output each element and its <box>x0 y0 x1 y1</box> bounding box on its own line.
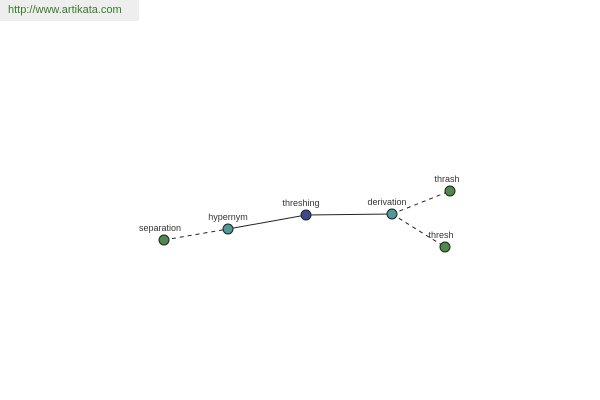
node-label-thresh[interactable]: thresh <box>428 230 453 240</box>
node-separation[interactable] <box>158 234 170 246</box>
node-label-hypernym[interactable]: hypernym <box>208 212 248 222</box>
node-threshing[interactable] <box>300 209 312 221</box>
labels-layer: separation hypernym threshing derivation thr… <box>139 174 460 240</box>
edge-derivation-thrash <box>391 190 451 215</box>
edge-threshing-derivation <box>305 213 393 216</box>
node-label-threshing[interactable]: threshing <box>282 198 319 208</box>
node-label-derivation[interactable]: derivation <box>367 197 406 207</box>
url-banner: http://www.artikata.com <box>0 0 139 21</box>
node-label-thrash[interactable]: thrash <box>434 174 459 184</box>
node-thresh[interactable] <box>439 241 451 253</box>
site-url-link[interactable]: http://www.artikata.com <box>8 4 122 16</box>
edge-derivation-thresh <box>391 213 446 248</box>
edge-separation-hypernym <box>163 228 229 241</box>
node-label-separation[interactable]: separation <box>139 223 181 233</box>
nodes-layer <box>158 185 456 253</box>
edges-layer <box>163 190 451 248</box>
node-thrash[interactable] <box>444 185 456 197</box>
node-derivation[interactable] <box>386 208 398 220</box>
edge-hypernym-threshing <box>227 214 307 230</box>
node-hypernym[interactable] <box>222 223 234 235</box>
